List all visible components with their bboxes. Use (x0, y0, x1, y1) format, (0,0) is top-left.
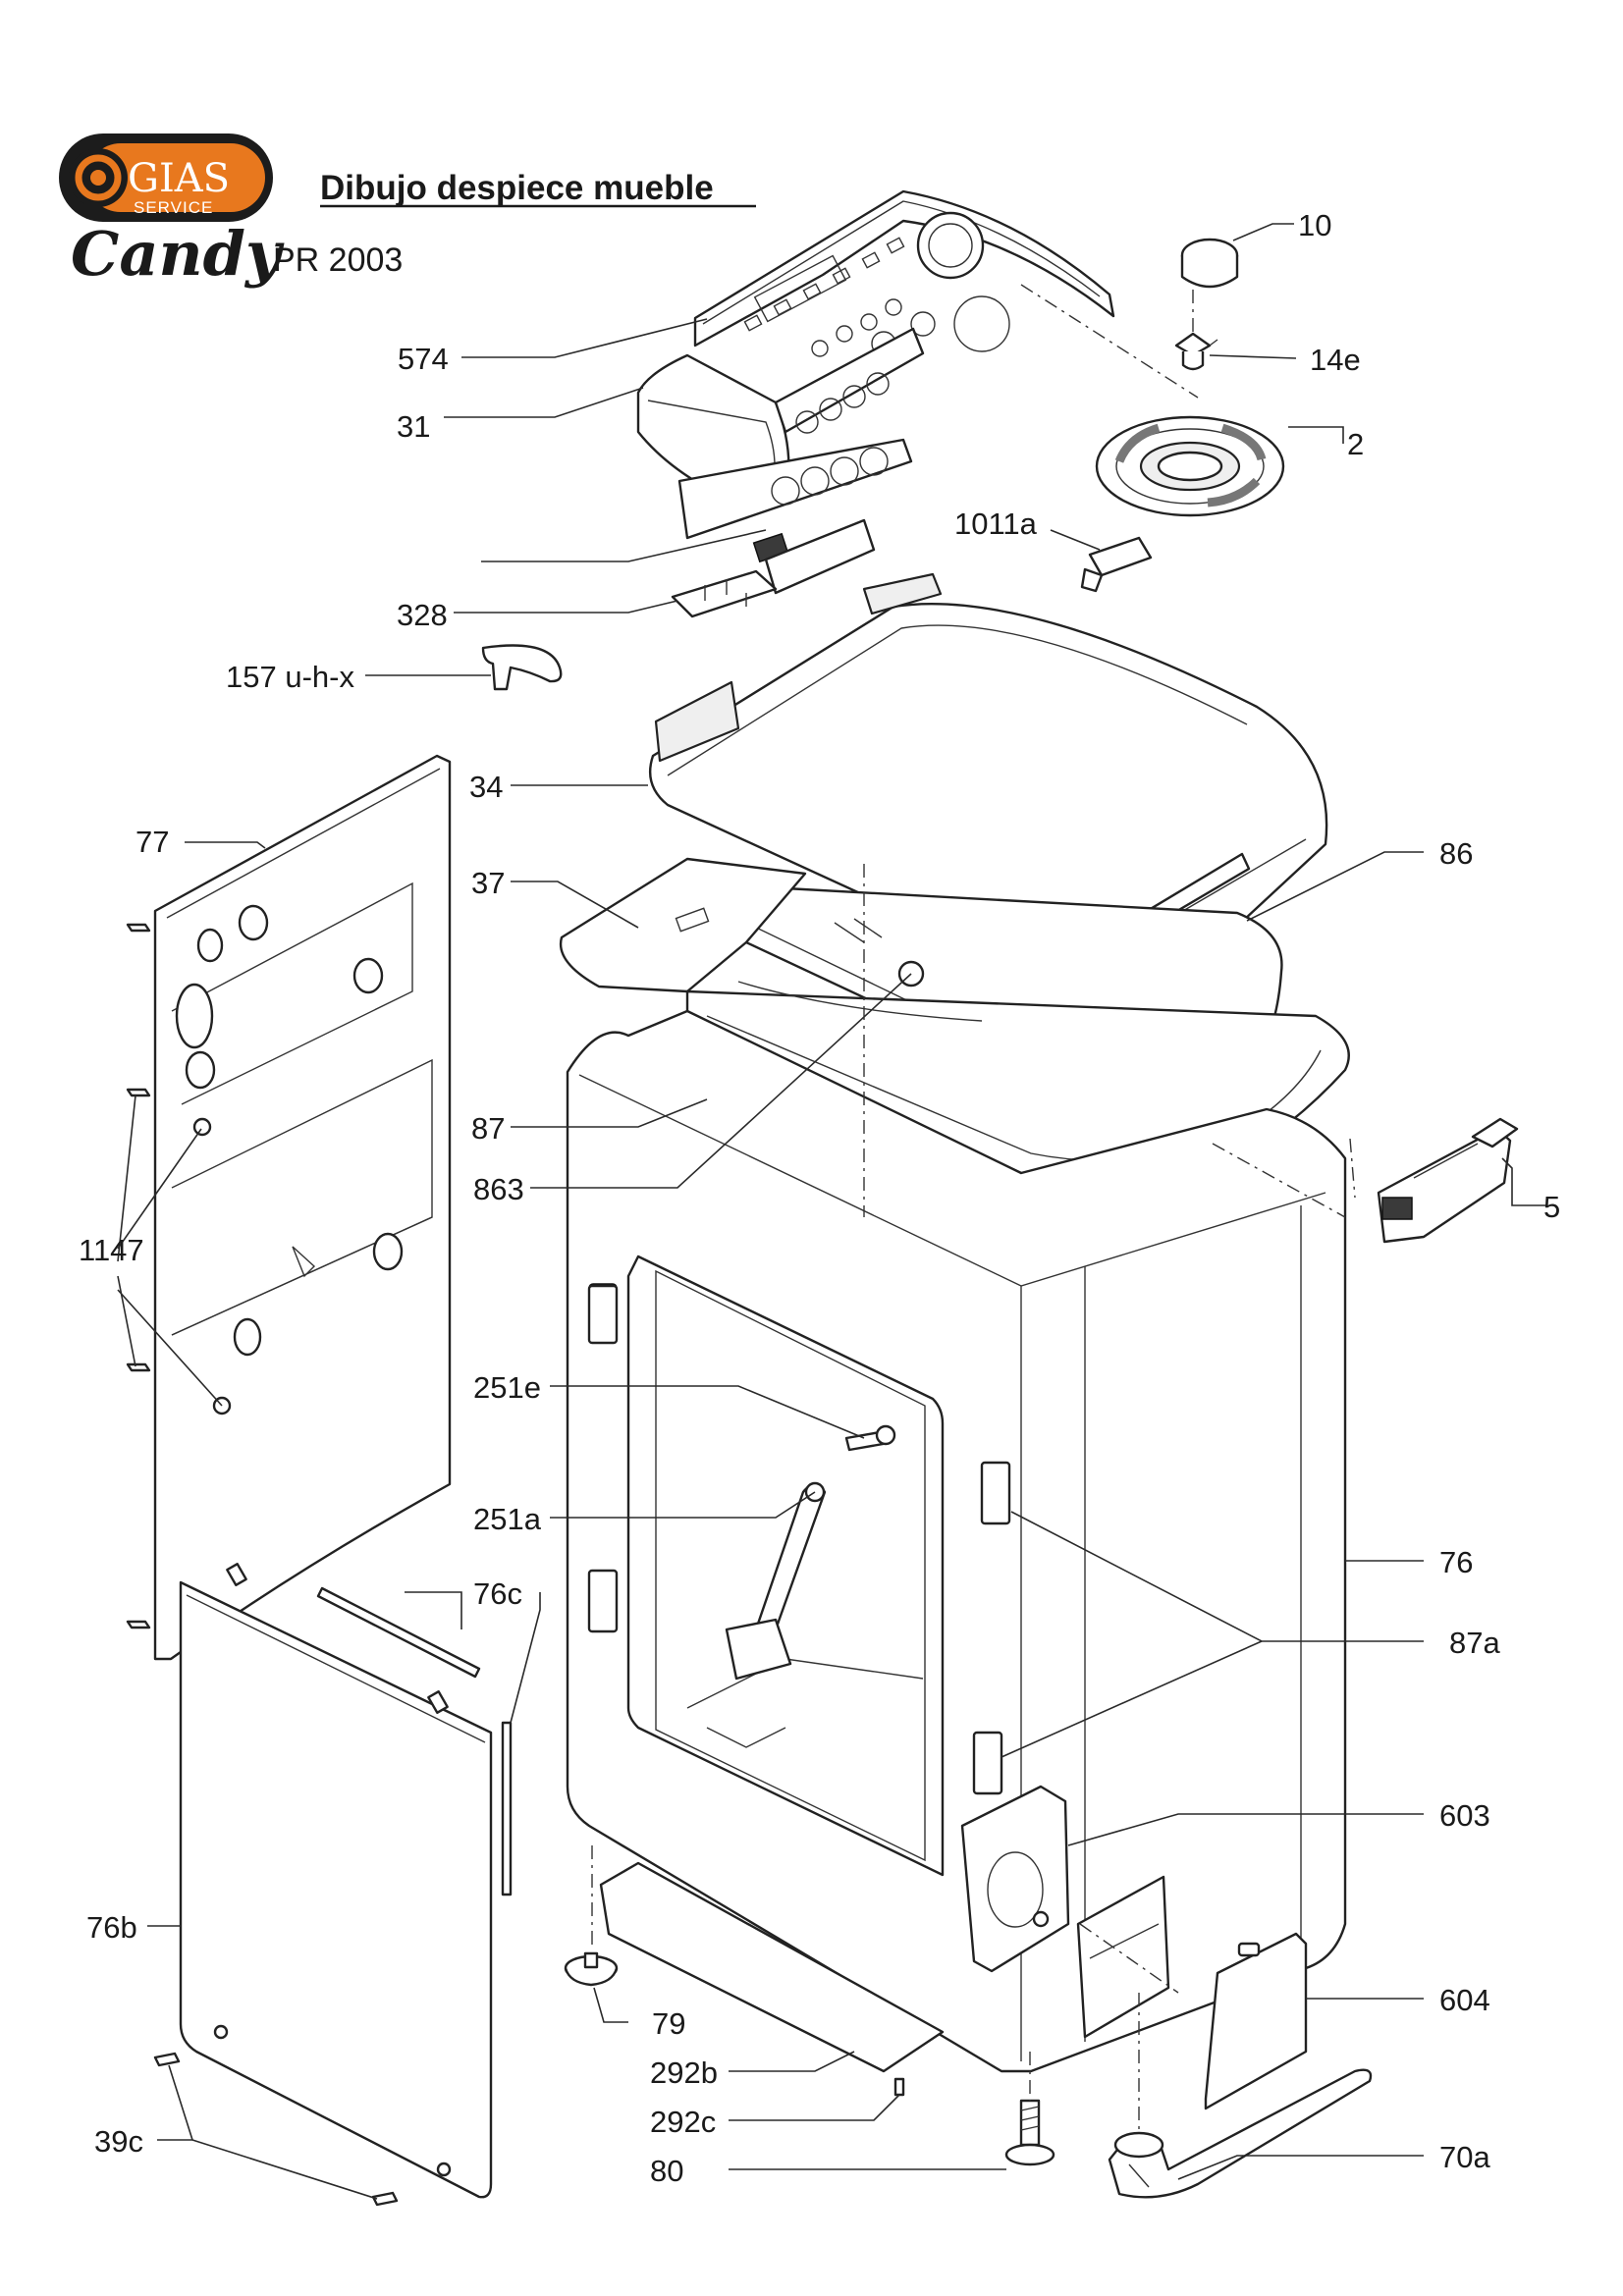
screw-292c (893, 2077, 905, 2097)
knob-10 (1180, 238, 1239, 289)
pcb-assembly (677, 438, 913, 595)
adjustable-foot-80 (1004, 2099, 1055, 2166)
lid-hinge-251a (725, 1481, 827, 1681)
callout-80: 80 (650, 2154, 683, 2188)
logo-subtext: SERVICE (134, 198, 213, 217)
drain-key-70a (1108, 2068, 1373, 2199)
callout-574: 574 (398, 342, 449, 376)
board-328 (671, 569, 778, 618)
callout-76: 76 (1439, 1545, 1473, 1579)
callout-251e: 251e (473, 1370, 541, 1405)
callout-77: 77 (135, 825, 169, 859)
callout-14e: 14e (1310, 343, 1361, 377)
callout-292c: 292c (650, 2105, 716, 2139)
callout-1147: 1147 (79, 1233, 144, 1267)
callout-37: 37 (471, 866, 505, 900)
callout-603: 603 (1439, 1798, 1490, 1833)
callout-328: 328 (397, 598, 448, 632)
filter-door-604 (1204, 1932, 1308, 2110)
lid-switch-1011a (1080, 536, 1153, 593)
knob-shaft-14e (1174, 332, 1218, 371)
callout-5: 5 (1543, 1190, 1560, 1224)
callout-87a: 87a (1449, 1626, 1500, 1660)
foot-79 (564, 1951, 619, 1987)
callout-863: 863 (473, 1172, 524, 1206)
page-title: Dibujo despiece mueble (320, 169, 714, 207)
wire-clip-157 (481, 644, 563, 691)
callout-39c: 39c (94, 2124, 143, 2159)
callout-292b: 292b (650, 2056, 718, 2090)
hinge-pin-251e (844, 1424, 896, 1452)
program-ring-2 (1095, 415, 1285, 517)
door-lock-5 (1377, 1117, 1519, 1244)
callout-79: 79 (652, 2006, 685, 2041)
filter-housing-603 (960, 1785, 1070, 1973)
model-label: PR 2003 (273, 241, 403, 279)
callout-1011a: 1011a (954, 507, 1038, 541)
callout-2: 2 (1347, 427, 1364, 461)
callout-87: 87 (471, 1111, 505, 1146)
callout-76b: 76b (86, 1910, 137, 1945)
callout-31: 31 (397, 409, 430, 444)
callout-86: 86 (1439, 836, 1473, 871)
callout-34: 34 (469, 770, 503, 804)
logo-text: GIAS (128, 156, 230, 201)
base-plate-292b (599, 1861, 945, 2073)
callout-604: 604 (1439, 1983, 1490, 2017)
brand-wordmark: Candy (71, 218, 285, 290)
callout-157: 157 u-h-x (226, 660, 354, 694)
screws-39c (153, 2052, 399, 2207)
leader-lines (117, 223, 1547, 2200)
side-panel-76b (179, 1563, 493, 2199)
callout-251a: 251a (473, 1502, 542, 1536)
callout-10: 10 (1298, 208, 1331, 242)
control-panel-facia-574 (693, 189, 1115, 357)
gias-logo: GIAS SERVICE (59, 133, 273, 222)
alignment-lines (591, 284, 1356, 2130)
callout-labels: 10 574 14e 31 2 1011a 328 157 u-h-x 34 7… (79, 208, 1560, 2188)
callout-70a: 70a (1439, 2140, 1490, 2174)
seal-strip-76c (316, 1586, 513, 1896)
back-panel-77 (126, 754, 452, 1661)
callout-76c: 76c (473, 1576, 522, 1611)
